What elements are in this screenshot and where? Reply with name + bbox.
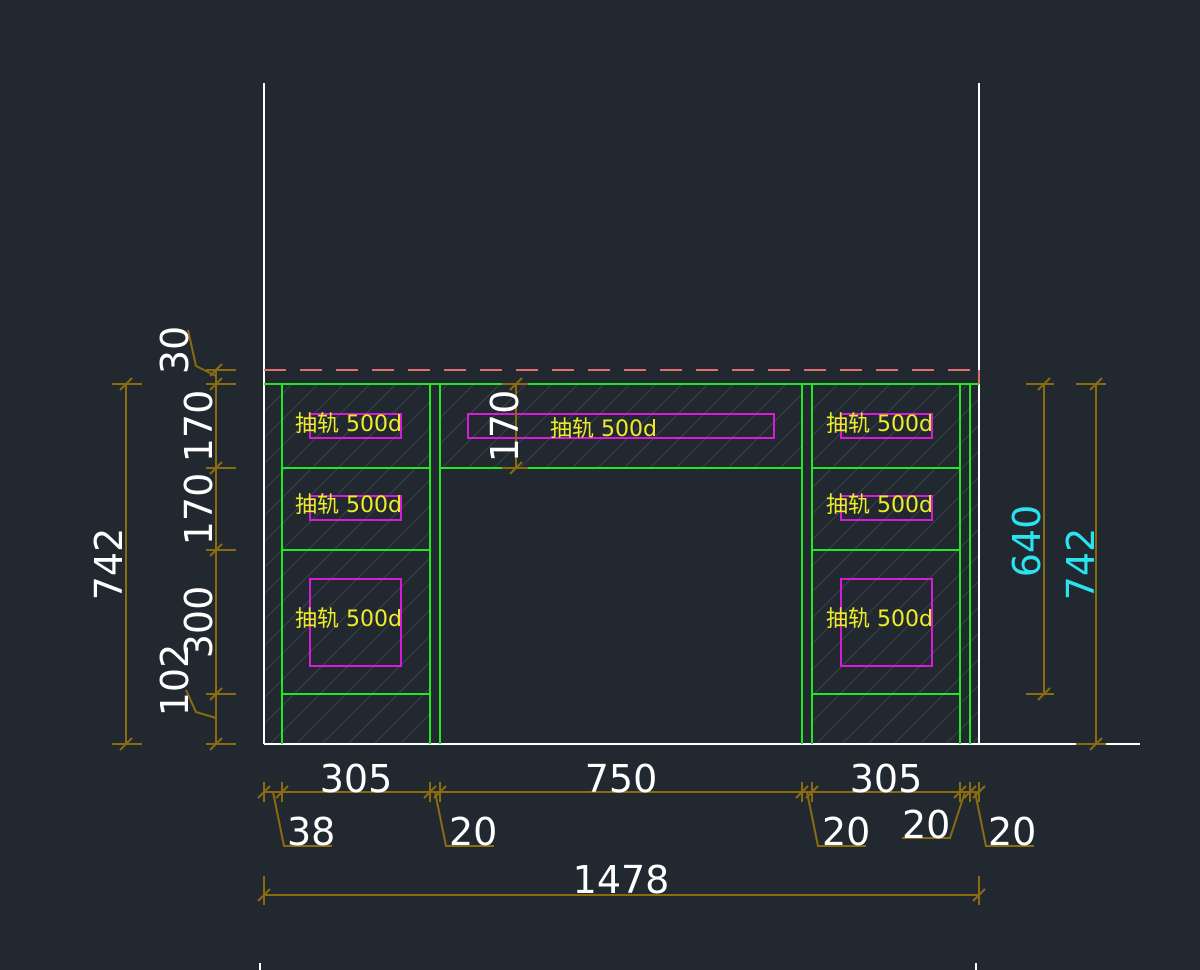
slide-label-left-1: 抽轨 500d xyxy=(295,412,402,437)
horizontal-dimension-texts: 305 750 305 38 20 20 20 20 1478 xyxy=(287,757,1036,902)
dim-text-overall-width: 1478 xyxy=(573,858,670,902)
hatch-left-side xyxy=(264,384,282,744)
slide-label-right-1: 抽轨 500d xyxy=(826,412,933,437)
slide-rect-middle xyxy=(467,413,775,439)
slide-rect-left-2 xyxy=(309,495,402,521)
dim-text-left-drawer-1: 170 xyxy=(177,390,221,463)
leader-top-board xyxy=(187,329,217,377)
hatch-right-drawer-2 xyxy=(812,468,960,550)
hatched-panels xyxy=(264,384,978,744)
dim-text-right-inner: 640 xyxy=(1005,505,1049,578)
slide-rect-right-2 xyxy=(840,495,933,521)
dim-text-bottom-panel-a: 20 xyxy=(449,810,497,854)
dim-text-left-base: 102 xyxy=(153,644,197,717)
leader-panel-c xyxy=(902,791,966,839)
vertical-dimension-texts: 742 30 170 170 300 102 170 640 742 xyxy=(87,326,1103,716)
slide-label-middle: 抽轨 500d xyxy=(550,417,657,442)
slide-label-left-3: 抽轨 500d xyxy=(295,607,402,632)
hatch-left-drawer-2 xyxy=(282,468,430,550)
leader-panel-d xyxy=(974,791,1034,847)
outline-lines xyxy=(259,83,1140,970)
dim-text-left-drawer-2: 170 xyxy=(177,473,221,546)
dim-text-top-board: 30 xyxy=(153,326,197,374)
slide-rect-right-1 xyxy=(840,413,933,439)
hatch-left-base xyxy=(282,694,430,744)
slide-label-right-2: 抽轨 500d xyxy=(826,493,933,518)
top-board xyxy=(264,369,980,384)
hatch-right-drawer-3 xyxy=(812,550,960,694)
dimension-lines xyxy=(112,329,1106,905)
dim-text-left-drawer-3: 300 xyxy=(177,586,221,659)
dim-text-right-total: 742 xyxy=(1059,528,1103,601)
dim-text-middle-drawer: 170 xyxy=(483,390,527,463)
dim-text-bottom-panel-c: 20 xyxy=(902,803,950,847)
hatch-right-base xyxy=(812,694,960,744)
dim-text-bottom-left-cabinet: 305 xyxy=(320,757,393,801)
hatch-left-drawer-3 xyxy=(282,550,430,694)
dim-text-left-total: 742 xyxy=(87,528,131,601)
slide-rect-left-3 xyxy=(309,578,402,667)
slide-rect-right-3 xyxy=(840,578,933,667)
leader-panel-a xyxy=(434,791,494,847)
slide-label-right-3: 抽轨 500d xyxy=(826,607,933,632)
dim-text-bottom-left-offset: 38 xyxy=(287,810,335,854)
dim-text-bottom-panel-b: 20 xyxy=(822,810,870,854)
dim-text-bottom-middle: 750 xyxy=(585,757,658,801)
drawer-slides xyxy=(309,413,933,667)
dim-text-bottom-right-cabinet: 305 xyxy=(850,757,923,801)
slide-labels: 抽轨 500d 抽轨 500d 抽轨 500d 抽轨 500d 抽轨 500d … xyxy=(295,412,933,632)
leader-panel-b xyxy=(806,791,866,847)
hatch-middle-drawer xyxy=(440,384,802,468)
cabinet-panels xyxy=(264,383,979,744)
slide-label-left-2: 抽轨 500d xyxy=(295,493,402,518)
leader-left-base xyxy=(185,689,217,719)
dim-text-bottom-panel-d: 20 xyxy=(988,810,1036,854)
leader-left-offset xyxy=(272,791,332,847)
slide-rect-left-1 xyxy=(309,413,402,439)
hatch-left-drawer-1 xyxy=(282,384,430,468)
hatch-right-drawer-1 xyxy=(812,384,960,468)
